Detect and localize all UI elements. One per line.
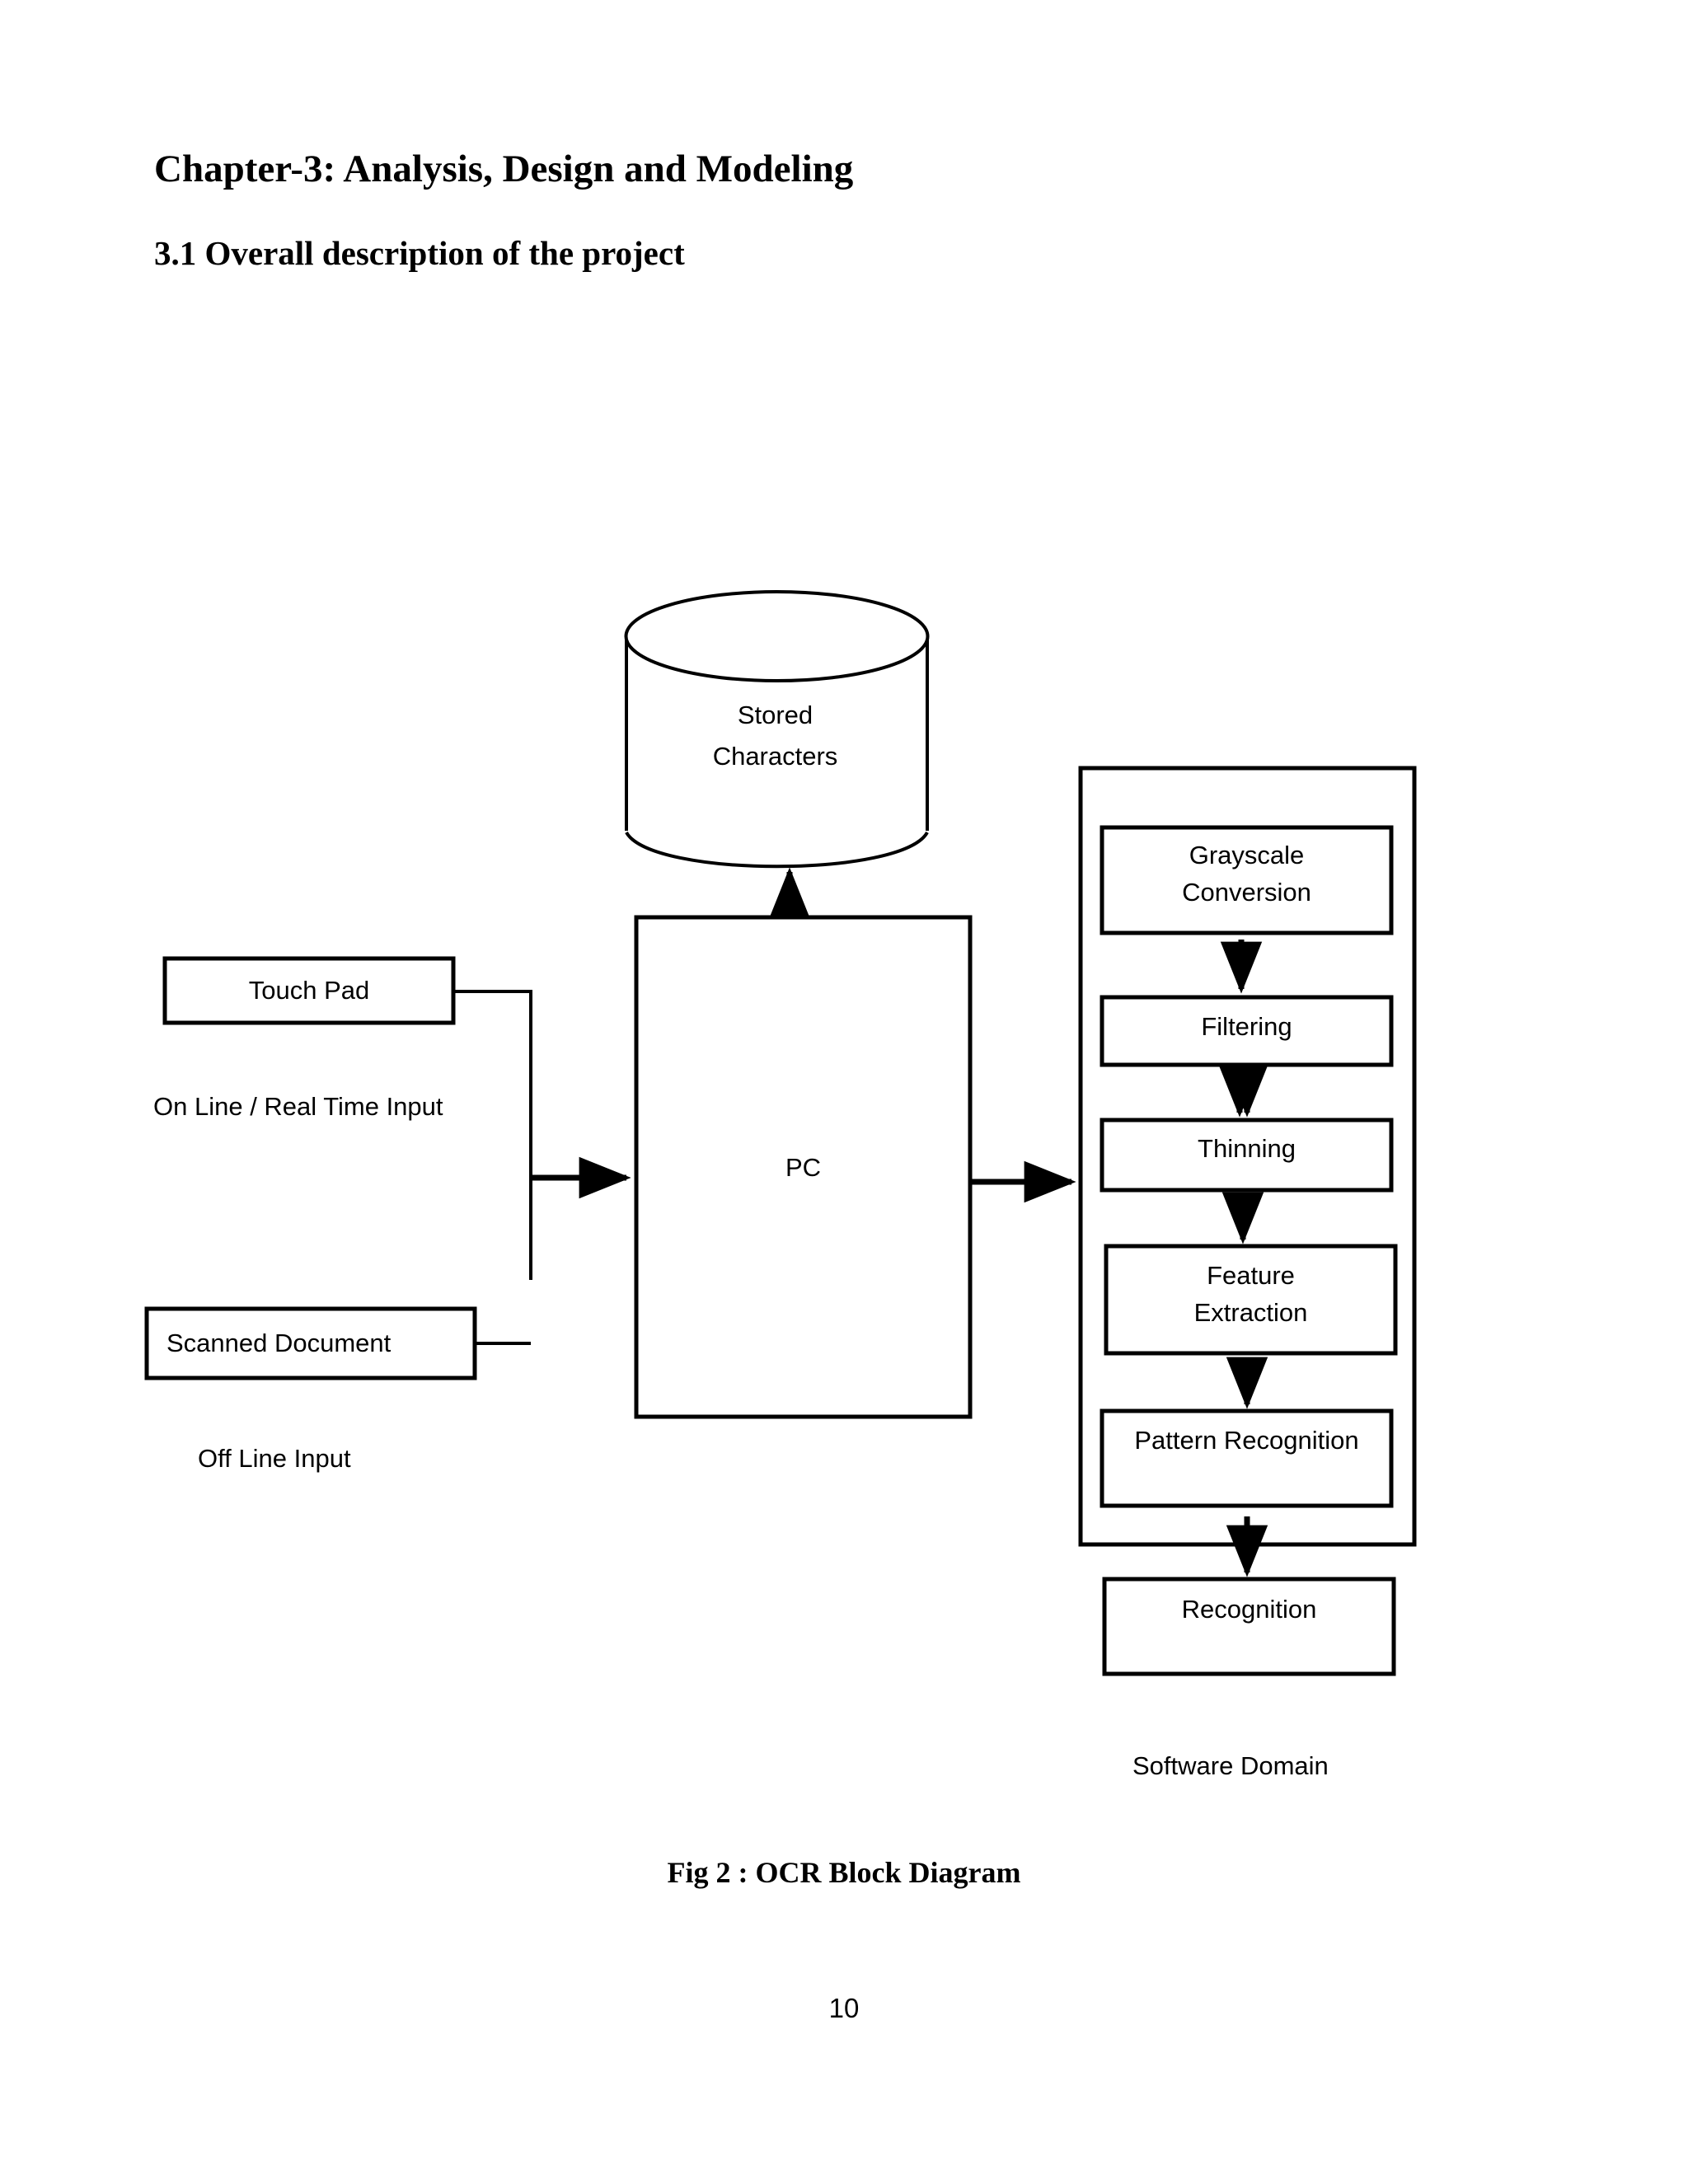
- feature-extraction-label: Feature Extraction: [1106, 1258, 1395, 1332]
- feature-extraction-line1: Feature: [1207, 1261, 1295, 1290]
- stored-characters-cylinder: [624, 590, 930, 869]
- filtering-box: [1100, 995, 1394, 1067]
- recognition-box: [1102, 1577, 1396, 1676]
- stored-characters-line2: Characters: [712, 742, 838, 771]
- thinning-label: Thinning: [1198, 1134, 1296, 1163]
- filtering-to-thinning-arrow: [1218, 1065, 1268, 1118]
- feature-extraction-label-clip: Feature Extraction: [1106, 1246, 1395, 1352]
- pattern-recognition-label: Pattern Recognition: [1134, 1426, 1359, 1455]
- stored-characters-label: Stored Characters: [629, 695, 921, 777]
- recognition-label: Recognition: [1181, 1595, 1317, 1624]
- grayscale-conversion-box: [1100, 825, 1394, 935]
- section-heading: 3.1 Overall description of the project: [154, 234, 685, 272]
- page-number: 10: [828, 1993, 860, 2023]
- touch-pad-label: Touch Pad: [248, 976, 370, 1005]
- figure-caption: Fig 2 : OCR Block Diagram: [667, 1856, 1021, 1889]
- offline-input-caption: Off Line Input: [198, 1444, 351, 1473]
- pattern-recognition-box: [1100, 1408, 1394, 1508]
- feature-extraction-line2: Extraction: [1193, 1297, 1308, 1327]
- page-title: Chapter-3: Analysis, Design and Modeling: [154, 148, 854, 190]
- online-input-caption: On Line / Real Time Input: [153, 1092, 443, 1121]
- touchpad-to-pc-connector: [454, 990, 631, 1280]
- scanned-document-label: Scanned Document: [166, 1329, 392, 1357]
- grayscale-conversion-line1: Grayscale: [1189, 841, 1305, 869]
- filtering-label: Filtering: [1201, 1012, 1292, 1041]
- scanned-document-box: [144, 1306, 477, 1380]
- software-domain-label: Software Domain: [1132, 1751, 1329, 1780]
- touch-pad-box: [162, 956, 456, 1025]
- thinning-box: [1100, 1118, 1394, 1193]
- grayscale-conversion-line2: Conversion: [1182, 877, 1311, 907]
- pc-label: PC: [785, 1153, 822, 1182]
- feature-extraction-box: [1104, 1244, 1398, 1356]
- stored-characters-line1: Stored: [737, 701, 814, 729]
- grayscale-conversion-label: Grayscale Conversion: [1102, 837, 1391, 912]
